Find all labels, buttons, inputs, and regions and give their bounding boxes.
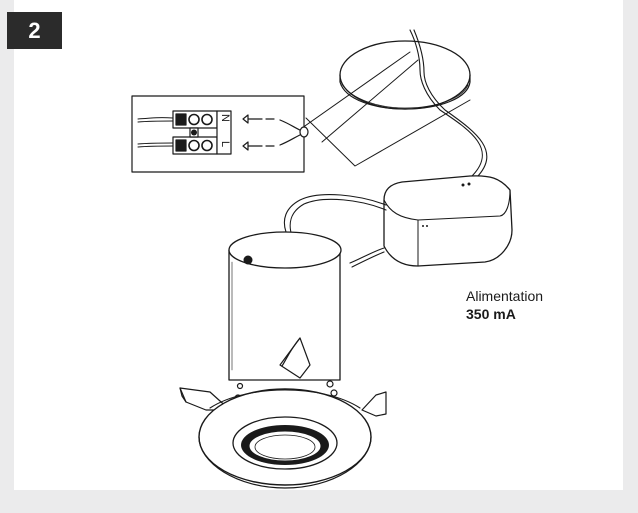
terminal-block bbox=[172, 110, 232, 155]
supply-current: 350 mA bbox=[466, 306, 516, 322]
led-driver-box bbox=[383, 175, 513, 267]
terminal-callout-box bbox=[131, 95, 309, 173]
insert-arrows bbox=[242, 114, 263, 151]
terminal-live-label: L bbox=[219, 140, 231, 148]
bezel-ring bbox=[198, 388, 372, 489]
downlight-body bbox=[228, 231, 342, 381]
supply-caption: Alimentation bbox=[466, 288, 544, 304]
ceiling-cable bbox=[409, 29, 488, 181]
spring-clips bbox=[179, 337, 387, 417]
callout-lines bbox=[301, 51, 471, 167]
incoming-wires bbox=[265, 118, 309, 147]
driver-cable bbox=[283, 194, 387, 268]
step-number-badge: 2 bbox=[7, 12, 62, 49]
power-supply-label: Alimentation 350 mA bbox=[466, 287, 543, 323]
terminal-neutral-label: N bbox=[219, 114, 231, 122]
ceiling-disc bbox=[339, 40, 471, 110]
